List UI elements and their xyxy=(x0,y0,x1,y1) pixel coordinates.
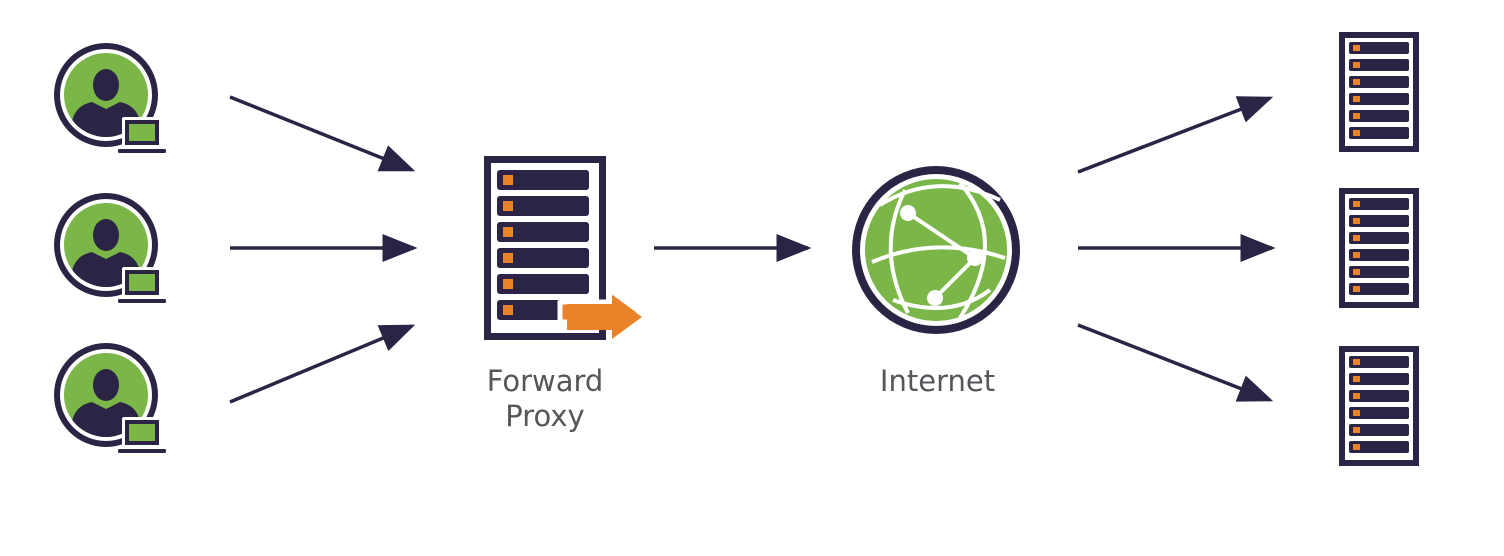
user-laptop-icon xyxy=(54,193,168,304)
proxy-label-line1: Forward xyxy=(486,364,604,398)
server-icon xyxy=(1339,346,1419,466)
server-icon xyxy=(1339,32,1419,152)
arrow-internet-to-server3 xyxy=(1077,323,1274,402)
internet-label: Internet xyxy=(879,364,996,398)
proxy-label-line2: Proxy xyxy=(505,398,585,433)
proxy-server-icon xyxy=(484,156,643,340)
arrow-client3-to-proxy xyxy=(229,324,416,404)
arrow-client1-to-proxy xyxy=(229,95,416,172)
proxy-label: Forward Proxy xyxy=(430,364,660,434)
arrow-internet-to-server1 xyxy=(1077,96,1274,174)
user-laptop-icon xyxy=(54,43,168,154)
user-laptop-icon xyxy=(54,343,168,454)
server-icon xyxy=(1339,188,1419,308)
globe-icon xyxy=(852,166,1020,334)
